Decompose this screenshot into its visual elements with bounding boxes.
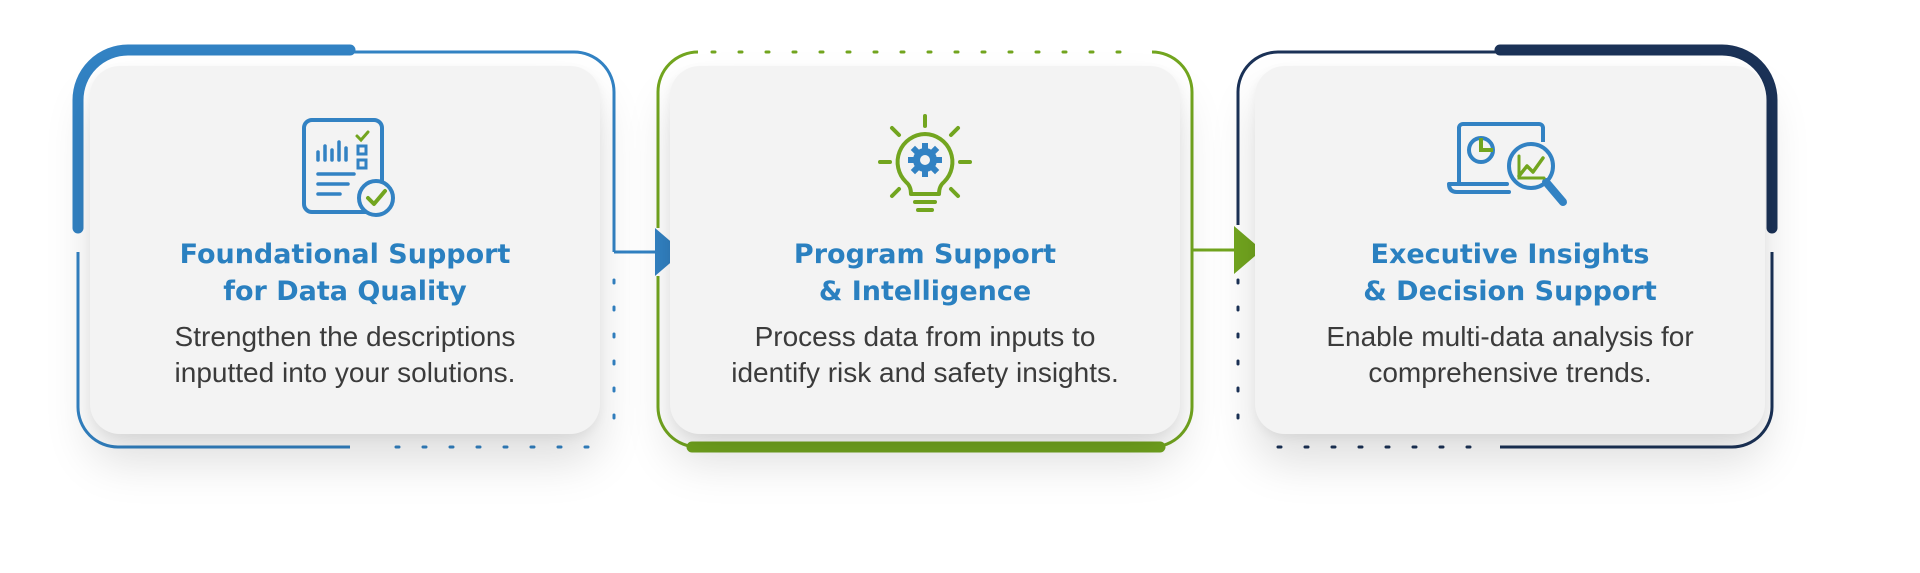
frame-step-3 bbox=[1236, 44, 1778, 449]
step-description-line: Strengthen the descriptions bbox=[174, 321, 516, 352]
step-title-line: & Decision Support bbox=[1363, 276, 1657, 307]
lightbulb-gear-icon bbox=[878, 114, 972, 212]
step-card-3: Executive Insights & Decision Support En… bbox=[1255, 66, 1765, 434]
step-description: Strengthen the descriptions inputted int… bbox=[90, 319, 600, 391]
step-title: Program Support & Intelligence bbox=[670, 236, 1180, 310]
step-description-line: Enable multi-data analysis for bbox=[1326, 321, 1694, 352]
connector-arrow-2 bbox=[1192, 226, 1262, 274]
step-card-1: Foundational Support for Data Quality St… bbox=[90, 66, 600, 434]
connector-arrow-1 bbox=[614, 228, 683, 276]
step-title-line: Foundational Support bbox=[179, 239, 511, 270]
step-title: Foundational Support for Data Quality bbox=[90, 236, 600, 310]
step-description-line: inputted into your solutions. bbox=[174, 357, 516, 388]
step-card-2: Program Support & Intelligence Process d… bbox=[670, 66, 1180, 434]
step-description-line: comprehensive trends. bbox=[1368, 357, 1652, 388]
step-description-line: identify risk and safety insights. bbox=[731, 357, 1119, 388]
frame-step-1 bbox=[72, 44, 616, 449]
step-title: Executive Insights & Decision Support bbox=[1255, 236, 1765, 310]
step-title-line: & Intelligence bbox=[818, 276, 1032, 307]
report-checklist-icon bbox=[302, 118, 395, 217]
step-description: Process data from inputs to identify ris… bbox=[670, 319, 1180, 391]
step-description: Enable multi-data analysis for comprehen… bbox=[1255, 319, 1765, 391]
frame-step-2 bbox=[656, 50, 1194, 453]
laptop-analytics-magnifier-icon bbox=[1447, 122, 1567, 206]
step-title-line: for Data Quality bbox=[223, 276, 467, 307]
step-title-line: Executive Insights bbox=[1370, 239, 1650, 270]
step-title-line: Program Support bbox=[793, 239, 1057, 270]
step-description-line: Process data from inputs to bbox=[754, 321, 1096, 352]
